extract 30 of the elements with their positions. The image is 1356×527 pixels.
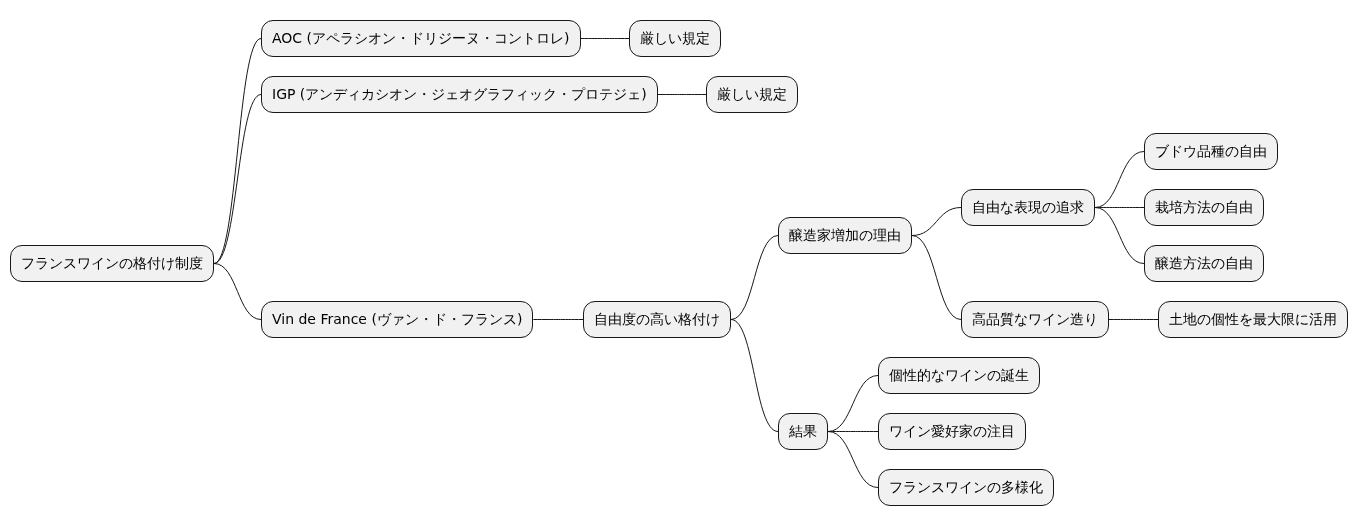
connector-line	[1108, 319, 1159, 320]
topic-box: 個性的なワインの誕生	[878, 357, 1040, 394]
connector-line	[730, 319, 779, 432]
connector-line	[532, 319, 584, 320]
topic-box: 自由度の高い格付け	[583, 301, 731, 338]
topic-box: ブドウ品種の自由	[1144, 133, 1278, 170]
topic-box: フランスワインの多様化	[878, 469, 1054, 506]
connector-line	[657, 94, 707, 95]
connector-line	[730, 235, 779, 320]
topic-box: 高品質なワイン造り	[961, 301, 1109, 338]
connector-line	[827, 431, 879, 488]
topic-box: Vin de France (ヴァン・ド・フランス)	[261, 301, 534, 338]
connector-line	[213, 263, 262, 320]
topic-box: 自由な表現の追求	[961, 189, 1095, 226]
topic-box: 醸造家増加の理由	[778, 217, 912, 254]
topic-box: 栽培方法の自由	[1144, 189, 1264, 226]
connector-line	[1094, 207, 1145, 264]
topic-box: 醸造方法の自由	[1144, 245, 1264, 282]
topic-box: ワイン愛好家の注目	[878, 413, 1026, 450]
topic-box: AOC (アペラシオン・ドリジーヌ・コントロレ)	[261, 20, 581, 57]
connector-line	[1094, 151, 1145, 208]
topic-box: 厳しい規定	[629, 20, 721, 57]
connector-line	[580, 38, 630, 39]
topic-box: 結果	[778, 413, 828, 450]
topic-box: IGP (アンディカシオン・ジェオグラフィック・プロテジェ)	[261, 76, 658, 113]
topic-box: 厳しい規定	[706, 76, 798, 113]
connector-line	[213, 94, 262, 264]
connector-line	[911, 235, 962, 320]
topic-box: フランスワインの格付け制度	[10, 245, 214, 282]
topic-box: 土地の個性を最大限に活用	[1158, 301, 1348, 338]
